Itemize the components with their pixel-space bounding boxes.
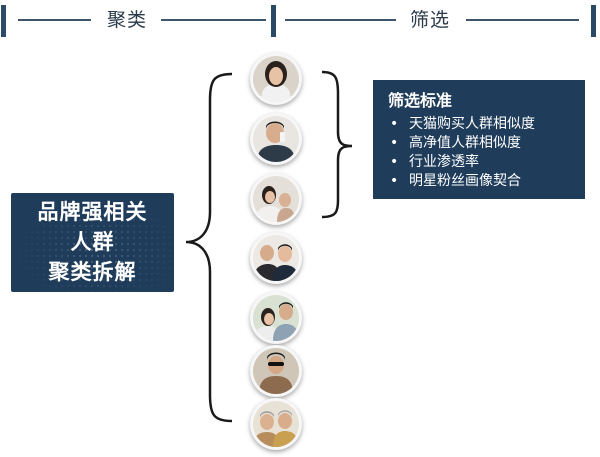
criteria-text: 明星粉丝画像契合 <box>409 173 521 189</box>
filter-criteria-title: 筛选标准 <box>388 91 453 110</box>
right-curly-brace <box>321 70 353 219</box>
header-filter-label: 筛选 <box>410 9 451 31</box>
list-item: • 高净值人群相似度 <box>388 134 535 153</box>
header-line <box>18 19 91 21</box>
bullet-icon: • <box>390 135 399 151</box>
cluster-box: 品牌强相关 人群 聚类拆解 <box>11 193 174 292</box>
person-photo-icon <box>250 398 302 450</box>
list-item: • 明星粉丝画像契合 <box>388 172 535 191</box>
person-photo-icon <box>250 113 302 165</box>
header-line <box>466 19 579 21</box>
bullet-icon: • <box>390 173 399 189</box>
texture-pattern <box>11 193 174 292</box>
cluster-box-line: 品牌强相关 <box>37 200 148 224</box>
bullet-icon: • <box>390 154 399 170</box>
list-item: • 行业渗透率 <box>388 153 535 172</box>
header-divider-middle <box>271 5 276 37</box>
criteria-text: 高净值人群相似度 <box>409 135 521 151</box>
left-curly-brace <box>185 72 233 423</box>
person-photo-icon <box>250 173 302 225</box>
cluster-box-text: 品牌强相关 人群 聚类拆解 <box>11 197 174 287</box>
cluster-box-line: 人群 <box>70 230 115 254</box>
person-photo-icon <box>250 232 302 284</box>
criteria-text: 天猫购买人群相似度 <box>409 116 535 132</box>
filter-criteria-box: 筛选标准 • 天猫购买人群相似度 • 高净值人群相似度 • 行业渗透率 • 明星粉丝画像… <box>373 80 585 199</box>
header-divider-left <box>1 5 6 37</box>
header-line <box>285 19 396 21</box>
header-divider-right <box>591 5 596 37</box>
person-photo-icon <box>250 345 302 397</box>
header-cluster-label: 聚类 <box>107 9 148 31</box>
header-line <box>161 19 266 21</box>
bullet-icon: • <box>390 116 399 132</box>
cluster-box-line: 聚类拆解 <box>48 260 137 284</box>
person-photo-icon <box>250 292 302 344</box>
person-photo-icon <box>250 53 302 105</box>
filter-criteria-list: • 天猫购买人群相似度 • 高净值人群相似度 • 行业渗透率 • 明星粉丝画像契合 <box>388 115 535 191</box>
criteria-text: 行业渗透率 <box>409 154 479 170</box>
list-item: • 天猫购买人群相似度 <box>388 115 535 134</box>
